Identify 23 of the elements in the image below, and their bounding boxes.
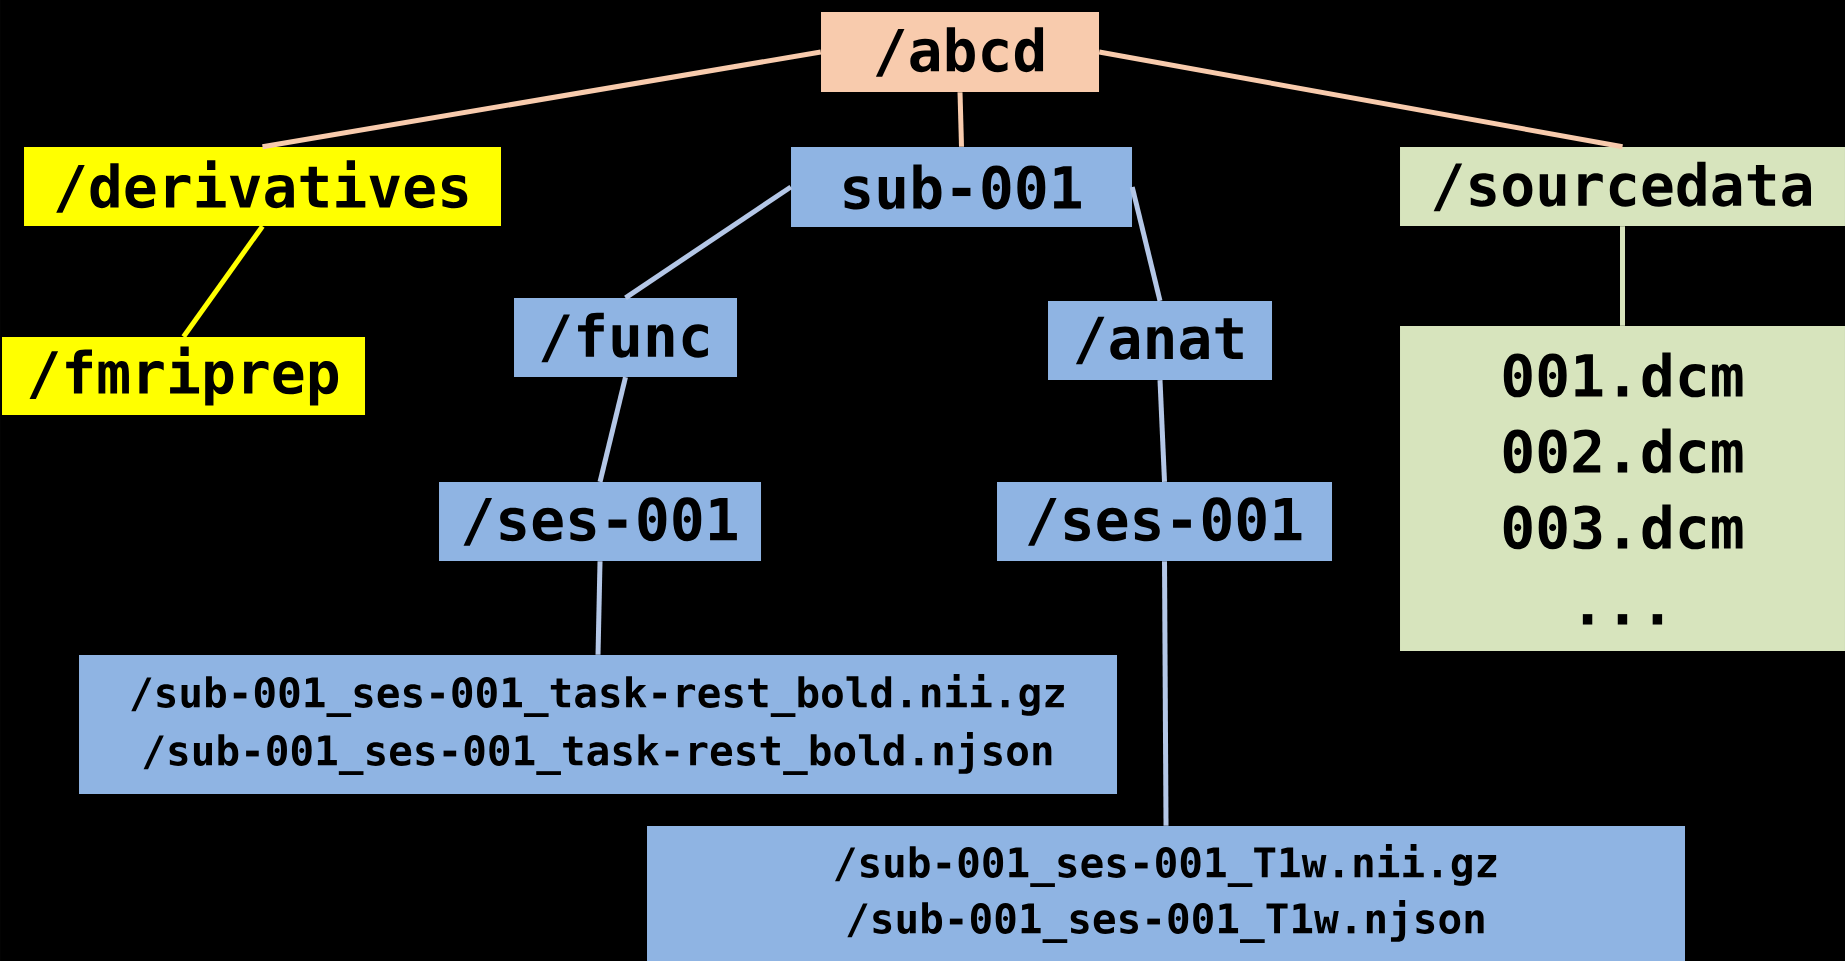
file-list-box: /sub-001_ses-001_task-rest_bold.nii.gz /sub-001_ses-001_task-rest_bold.njson: [79, 655, 1117, 794]
folder-box: /ses-001: [997, 482, 1332, 561]
connector-line: [1157, 380, 1167, 482]
folder-box: /derivatives: [24, 147, 501, 226]
connector-line: [1098, 49, 1623, 150]
file-list-box: /sub-001_ses-001_T1w.nii.gz /sub-001_ses-001_T1w.njson: [647, 826, 1685, 961]
file-list-box: 001.dcm 002.dcm 003.dcm ...: [1400, 326, 1845, 651]
connector-line: [262, 49, 822, 150]
folder-box: /abcd: [821, 12, 1099, 92]
connector-line: [624, 184, 793, 300]
connector-line: [1620, 226, 1625, 326]
connector-line: [1129, 186, 1163, 302]
folder-box: /fmriprep: [2, 337, 365, 415]
folder-box: /anat: [1048, 301, 1272, 380]
folder-box: /sourcedata: [1400, 147, 1845, 226]
connector-line: [1162, 561, 1169, 826]
connector-line: [595, 561, 603, 655]
folder-box: /func: [514, 298, 737, 377]
folder-box: sub-001: [791, 147, 1132, 227]
connector-line: [957, 92, 964, 147]
connector-line: [597, 376, 628, 483]
connector-line: [181, 224, 265, 339]
folder-box: /ses-001: [439, 482, 761, 561]
